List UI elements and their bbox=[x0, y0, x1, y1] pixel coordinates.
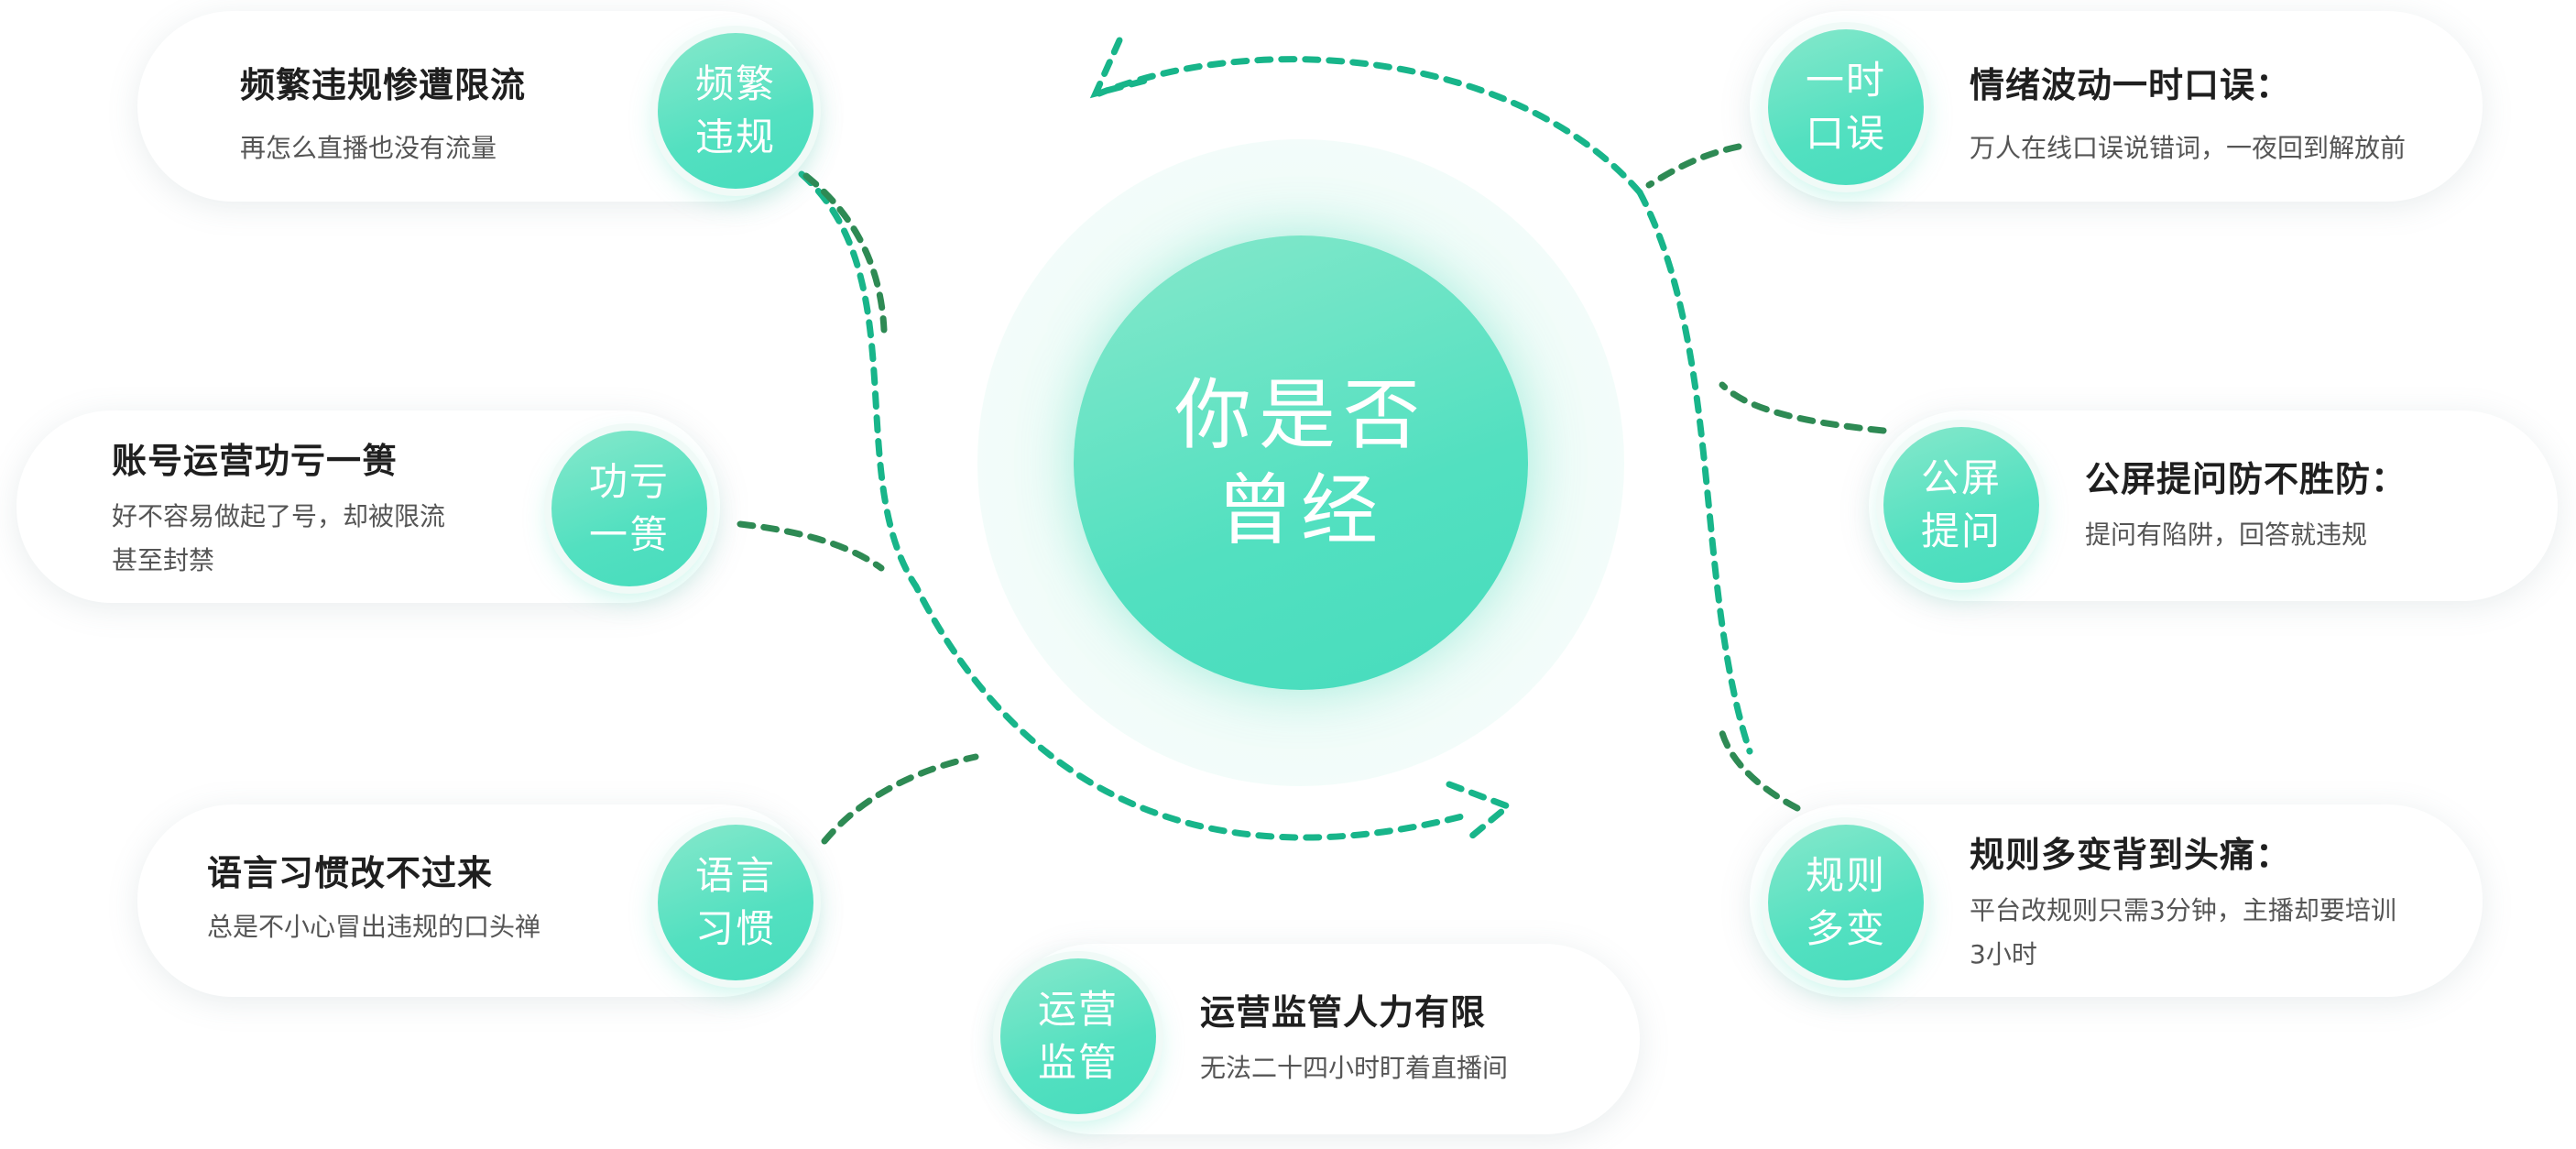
badge-account-wasted: 功亏 一篑 bbox=[551, 431, 707, 586]
badge-language-habit: 语言 习惯 bbox=[658, 825, 813, 980]
badge-label-line-1: 频繁 bbox=[694, 61, 776, 106]
badge-label-line-1: 公屏 bbox=[1920, 455, 2002, 500]
badge-label-line-2: 监管 bbox=[1037, 1040, 1119, 1085]
card-description: 总是不小心冒出违规的口头禅 bbox=[207, 912, 541, 942]
badge-label-line-2: 口误 bbox=[1805, 111, 1886, 156]
card-title: 运营监管人力有限 bbox=[1200, 992, 1487, 1033]
arrow-top bbox=[1089, 37, 1156, 99]
badge-label-line-2: 习惯 bbox=[694, 906, 776, 951]
card-description: 万人在线口误说错词，一夜回到解放前 bbox=[1970, 133, 2407, 163]
badge-label-line-1: 运营 bbox=[1037, 987, 1119, 1032]
center-circle: 你是否 曾经 bbox=[1074, 235, 1528, 690]
card-description-line-2: 3小时 bbox=[1970, 939, 2037, 969]
connector-account bbox=[737, 520, 885, 572]
badge-label-line-2: 违规 bbox=[694, 115, 776, 159]
badge-label-line-1: 语言 bbox=[694, 853, 776, 898]
connector-frequent bbox=[802, 172, 888, 334]
badge-ops-supervision: 运营 监管 bbox=[1000, 958, 1156, 1114]
card-description-line-2: 甚至封禁 bbox=[112, 545, 215, 575]
card-title: 频繁违规惨遭限流 bbox=[240, 65, 527, 105]
badge-frequent-violation: 频繁 违规 bbox=[658, 33, 813, 189]
card-description: 提问有陷阱，回答就违规 bbox=[2085, 520, 2368, 550]
badge-label-line-2: 提问 bbox=[1920, 509, 2002, 553]
card-description-line-1: 平台改规则只需3分钟，主播却要培训 bbox=[1970, 895, 2396, 925]
connector-public bbox=[1719, 381, 1887, 434]
card-title: 账号运营功亏一篑 bbox=[112, 441, 398, 481]
card-description: 无法二十四小时盯着直播间 bbox=[1200, 1053, 1509, 1083]
connector-right-arc bbox=[1636, 189, 1753, 755]
badge-label-line-1: 规则 bbox=[1805, 853, 1886, 898]
card-title: 公屏提问防不胜防： bbox=[2085, 459, 2407, 499]
badge-label-line-1: 功亏 bbox=[588, 459, 670, 504]
badge-label-line-1: 一时 bbox=[1805, 58, 1886, 103]
badge-label-line-2: 多变 bbox=[1805, 906, 1886, 951]
card-description: 再怎么直播也没有流量 bbox=[240, 133, 497, 163]
badge-rules-change: 规则 多变 bbox=[1768, 825, 1924, 980]
badge-public-screen: 公屏 提问 bbox=[1883, 427, 2039, 583]
connector-slip bbox=[1645, 143, 1742, 189]
card-description-line-1: 好不容易做起了号，却被限流 bbox=[112, 501, 446, 531]
card-title: 规则多变背到头痛： bbox=[1970, 835, 2292, 875]
card-title: 语言习惯改不过来 bbox=[207, 853, 494, 893]
center-title-line-2: 曾经 bbox=[1216, 465, 1385, 555]
connector-language bbox=[821, 753, 979, 845]
center-title-line-1: 你是否 bbox=[1173, 370, 1427, 460]
arrow-bottom bbox=[1446, 781, 1514, 845]
badge-label-line-2: 一篑 bbox=[588, 512, 670, 557]
connector-rules bbox=[1719, 729, 1801, 812]
badge-slip-of-tongue: 一时 口误 bbox=[1768, 29, 1924, 185]
card-title: 情绪波动一时口误： bbox=[1970, 65, 2292, 105]
